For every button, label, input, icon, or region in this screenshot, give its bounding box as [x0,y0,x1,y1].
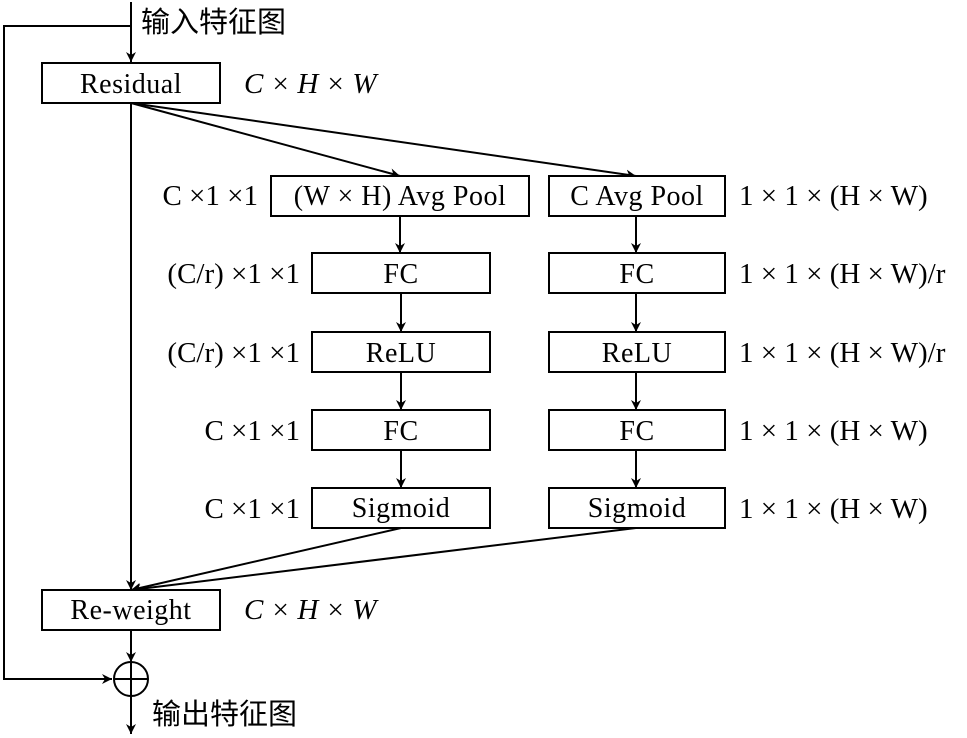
channel-relu-dim: (C/r) ×1 ×1 [167,337,300,369]
spatial-to-reweight-arrow [130,527,637,594]
channel-fc1-dim: (C/r) ×1 ×1 [167,258,300,290]
spatial-relu-label: ReLU [602,338,672,369]
spatial-fc2-dim: 1 × 1 × (H × W) [739,415,928,447]
skip-connection [3,25,131,684]
spatial-sigmoid-box [548,487,726,529]
channel-fc1-box [311,252,491,294]
channel-avg-pool-box [270,175,530,217]
input-feature-label: 输入特征图 [141,5,286,39]
channel-relu-label: ReLU [366,338,436,369]
reweight-block [41,589,221,631]
channel-to-reweight-arrow [130,527,402,593]
spatial-avg-pool-box [548,175,726,217]
spatial-fc1-dim: 1 × 1 × (H × W)/r [739,258,946,290]
channel-fc2-label: FC [383,416,418,447]
output-feature-label: 输出特征图 [152,697,297,731]
channel-sigmoid-box [311,487,491,529]
residual-to-channel-pool-arrow [130,102,401,179]
channel-fc2-box [311,409,491,451]
spatial-pool-dim: 1 × 1 × (H × W) [739,180,928,212]
spatial-fc2-label: FC [619,416,654,447]
circle-plus-icon [113,661,149,697]
residual-label: Residual [80,69,182,100]
channel-fc1-label: FC [383,259,418,290]
reweight-label: Re-weight [70,595,191,626]
spatial-avg-pool-label: C Avg Pool [570,181,704,212]
spatial-relu-dim: 1 × 1 × (H × W)/r [739,337,946,369]
reweight-dim: C × H × W [244,594,379,626]
channel-sigmoid-dim: C ×1 ×1 [204,493,300,525]
channel-avg-pool-label: (W × H) Avg Pool [294,181,507,212]
channel-pool-dim: C ×1 ×1 [162,180,258,212]
residual-to-spatial-pool-arrow [130,102,637,180]
spatial-sigmoid-label: Sigmoid [588,493,686,524]
channel-fc2-dim: C ×1 ×1 [204,415,300,447]
spatial-fc1-label: FC [619,259,654,290]
channel-sigmoid-label: Sigmoid [352,493,450,524]
spatial-fc1-box [548,252,726,294]
residual-dim: C × H × W [244,68,379,100]
spatial-sigmoid-dim: 1 × 1 × (H × W) [739,493,928,525]
